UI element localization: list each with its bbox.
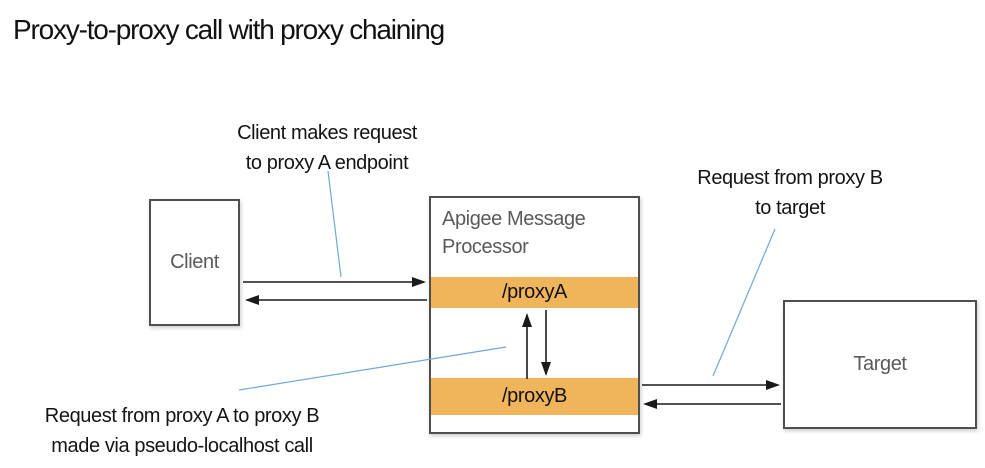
target-node: Target (783, 300, 977, 429)
annotation-client-request-line1: Client makes request (237, 122, 417, 144)
apigee-message-processor-node: Apigee Message Processor /proxyA /proxyB (429, 196, 640, 434)
annotation-proxyb-to-target-line2: to target (755, 197, 825, 219)
annotation-client-request-line2: to proxy A endpoint (245, 152, 409, 174)
leader-line-client-request (327, 170, 342, 278)
client-node-label: Client (170, 251, 219, 273)
annotation-proxyb-to-target-line1: Request from proxy B (697, 167, 883, 189)
annotation-client-request: Client makes request to proxy A endpoint (177, 118, 477, 178)
annotation-proxya-to-proxyb-line2: made via pseudo-localhost call (51, 435, 313, 457)
proxy-b-bar: /proxyB (431, 378, 638, 415)
annotation-proxyb-to-target: Request from proxy B to target (640, 163, 940, 223)
annotation-proxya-to-proxyb: Request from proxy A to proxy B made via… (12, 401, 352, 461)
diagram-title: Proxy-to-proxy call with proxy chaining (13, 14, 445, 45)
target-node-label: Target (853, 353, 907, 375)
client-node: Client (149, 199, 240, 326)
annotation-proxya-to-proxyb-line1: Request from proxy A to proxy B (44, 405, 320, 427)
proxy-a-bar: /proxyA (431, 277, 638, 308)
apigee-node-label: Apigee Message Processor (442, 208, 586, 258)
leader-line-proxyb-to-target (712, 228, 776, 377)
